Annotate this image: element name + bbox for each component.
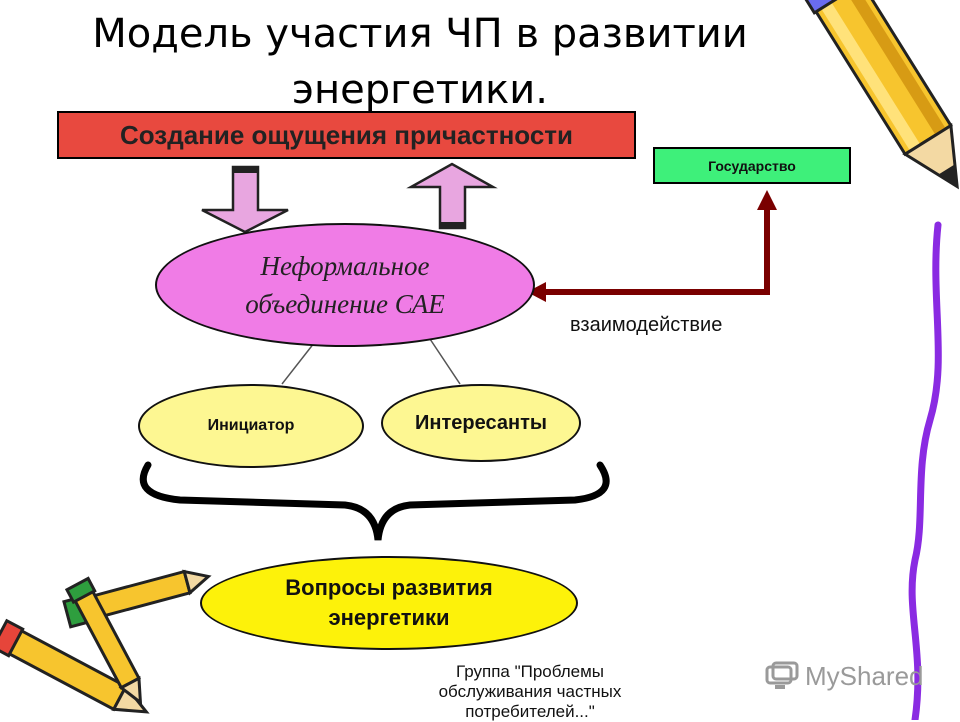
title-line-1: Модель участия ЧП в развитии [92,11,748,57]
footer-line-3: потребителей..." [465,702,595,721]
main-ellipse-line-2: объединение САЕ [245,289,445,319]
initiator-label: Инициатор [207,417,295,434]
belonging-box-label: Создание ощущения причастности [119,119,574,150]
footer-caption: Группа "Проблемы обслуживания частных по… [410,662,650,722]
up-arrow [406,162,498,230]
belonging-box: Создание ощущения причастности [57,111,636,159]
footer-line-2: обслуживания частных [438,682,622,701]
questions-line-2: энергетики [328,605,450,630]
initiator-ellipse: Инициатор [138,384,364,468]
state-box-label: Государство [708,157,796,174]
down-arrow [201,165,289,234]
footer-line-1: Группа "Проблемы [455,662,605,681]
connector-arrowhead-left [527,282,546,302]
questions-ellipse: Вопросы развития энергетики [200,556,578,650]
questions-line-1: Вопросы развития [285,575,493,600]
myshared-logo-icon [765,661,799,689]
interested-ellipse: Интересанты [381,384,581,462]
page-title: Модель участия ЧП в развитии энергетики. [60,6,780,118]
interested-label: Интересанты [415,411,547,434]
link-to-interested [427,335,461,385]
state-box: Государство [653,147,851,184]
informal-association-ellipse: Неформальное объединение САЕ [155,223,535,347]
title-line-2: энергетики. [292,67,548,113]
connector-arrowhead-up [757,190,777,210]
purple-decorative-line [908,221,942,720]
watermark-text: MyShared [805,660,924,691]
pencils-icon [0,569,212,714]
curly-brace [139,461,610,541]
myshared-watermark[interactable]: MyShared [765,658,935,694]
pencil-icon [801,0,959,190]
interaction-connector [540,210,770,295]
interaction-label: взаимодействие [570,314,723,336]
main-ellipse-line-1: Неформальное [260,251,430,281]
